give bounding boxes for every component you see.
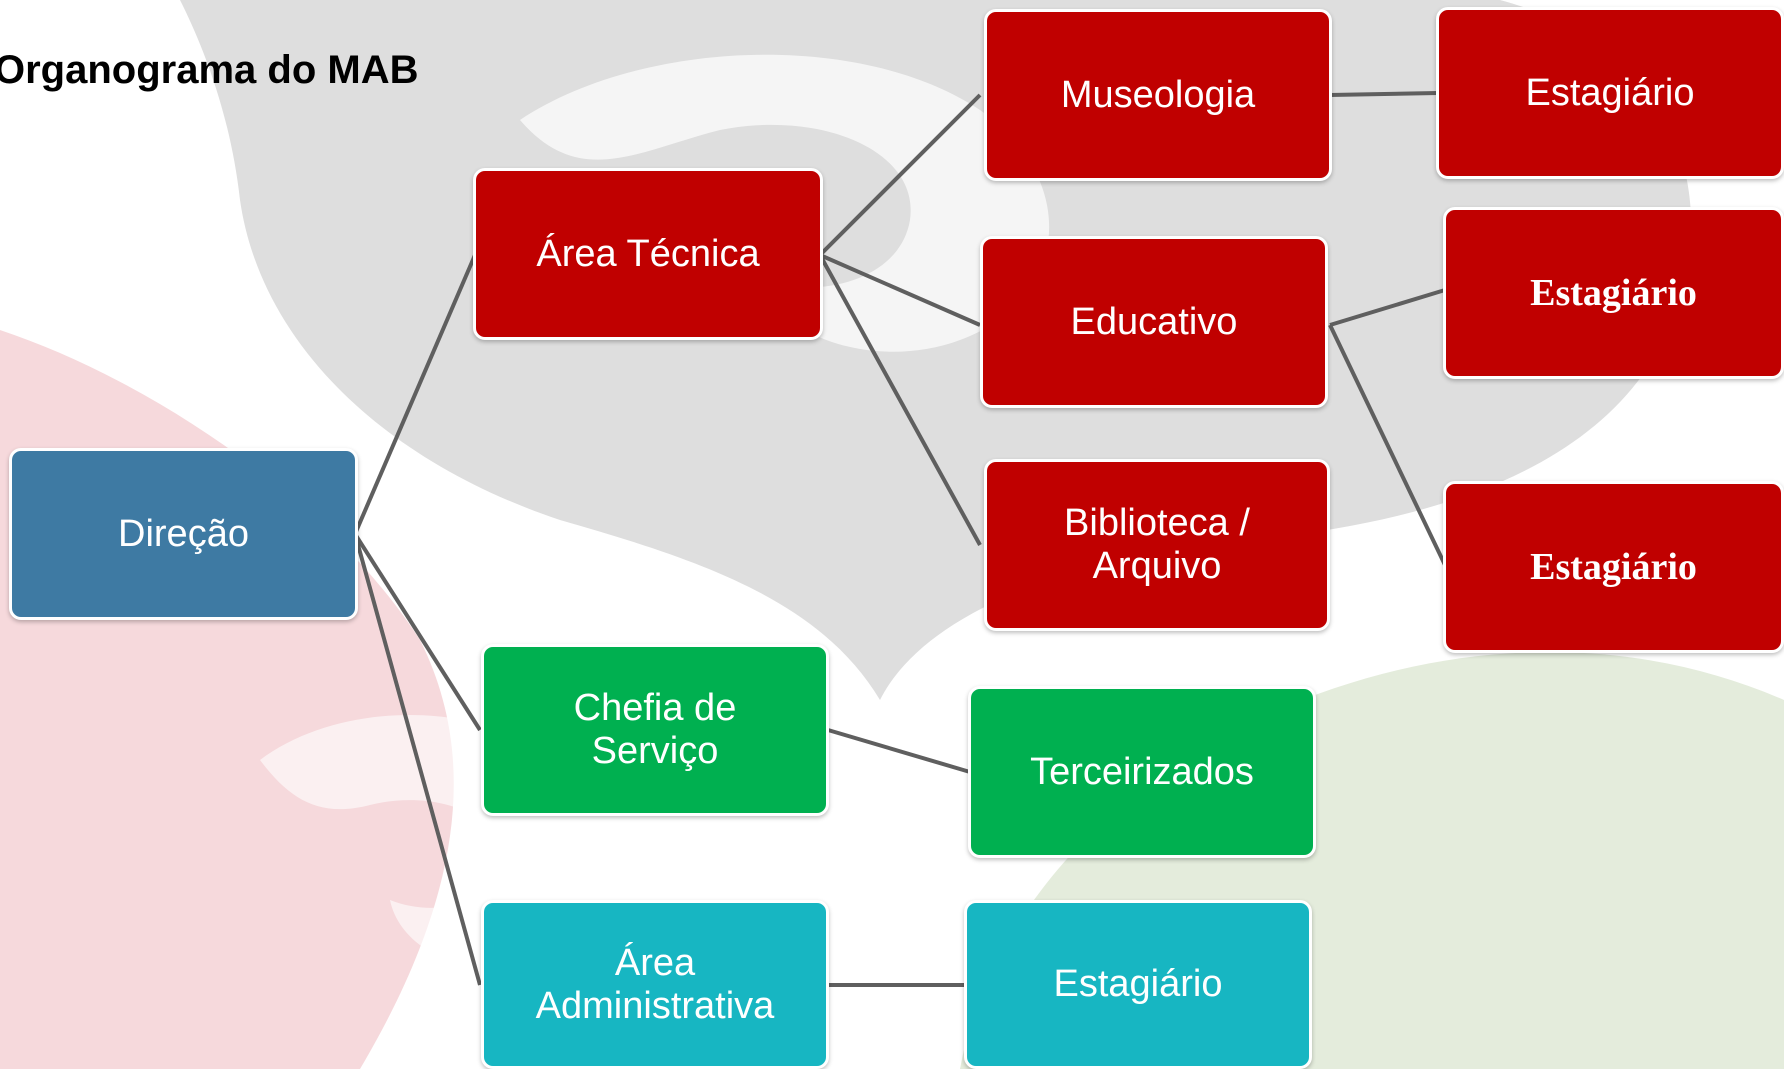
node-terceirizados: Terceirizados xyxy=(968,686,1316,858)
connector-servico-terceirizados xyxy=(827,728,971,774)
watermark-white-curl xyxy=(520,54,1050,352)
connector-tecnica-biblioteca xyxy=(818,254,982,546)
node-educativo: Educativo xyxy=(980,236,1328,408)
node-biblioteca-arquivo: Biblioteca / Arquivo xyxy=(984,459,1330,631)
node-area-administrativa: Área Administrativa xyxy=(481,900,829,1069)
connector-educativo-estagiario-1 xyxy=(1329,288,1446,327)
connector-direcao-tecnica xyxy=(353,254,477,535)
node-estagiario-administrativa: Estagiário xyxy=(964,900,1312,1069)
node-estagiario-museologia: Estagiário xyxy=(1436,7,1784,179)
node-area-tecnica: Área Técnica xyxy=(473,168,823,340)
page-title: Organograma do MAB xyxy=(0,48,419,92)
node-direcao: Direção xyxy=(9,448,358,620)
connector-direcao-servico xyxy=(353,532,482,732)
connector-tecnica-educativo xyxy=(819,253,981,327)
connector-tecnica-museologia xyxy=(818,93,982,257)
connector-educativo-estagiario-2 xyxy=(1328,324,1447,566)
node-estagiario-educativo-2: Estagiário xyxy=(1443,481,1784,653)
node-estagiario-educativo-1: Estagiário xyxy=(1443,207,1784,379)
node-museologia: Museologia xyxy=(984,9,1332,181)
node-chefia-servico: Chefia de Serviço xyxy=(481,644,829,816)
connector-direcao-administrativa xyxy=(353,533,482,986)
connector-museologia-estagiario xyxy=(1329,91,1439,97)
